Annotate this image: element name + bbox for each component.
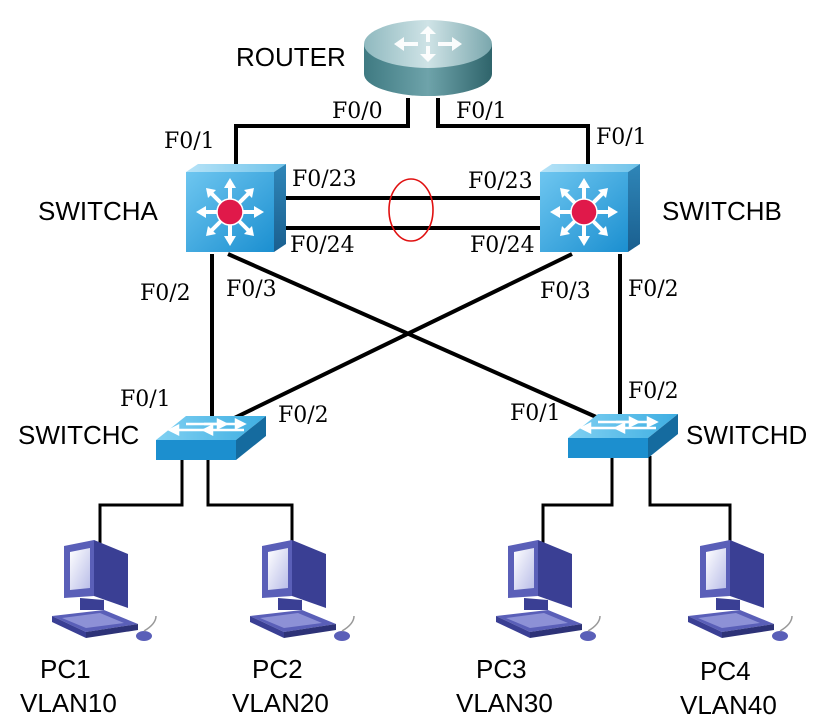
- link-switchb-switchc: [221, 252, 573, 426]
- port-switcha-f023: F0/23: [292, 167, 357, 192]
- pc2-vlan: VLAN20: [232, 688, 329, 718]
- port-switchc-f02: F0/2: [278, 403, 329, 428]
- pc3-icon[interactable]: [495, 539, 601, 642]
- cable-pc2: [206, 460, 294, 550]
- pc1-vlan: VLAN10: [20, 688, 117, 718]
- pc2-label: PC2: [252, 654, 303, 684]
- pc3-label: PC3: [476, 654, 527, 684]
- links-layer: [98, 98, 732, 555]
- cable-pc1: [98, 460, 184, 555]
- switcha-icon[interactable]: [184, 162, 288, 254]
- switchb-icon[interactable]: [538, 162, 642, 254]
- port-switcha-f024: F0/24: [290, 233, 355, 258]
- router-icon[interactable]: [364, 20, 492, 96]
- port-switchb-f02: F0/2: [628, 277, 679, 302]
- switchc-icon[interactable]: [154, 414, 268, 462]
- port-switchd-f02: F0/2: [628, 379, 679, 404]
- cable-pc4: [648, 456, 732, 550]
- router-label: ROUTER: [236, 42, 346, 72]
- switchb-label: SWITCHB: [662, 196, 782, 226]
- pc4-label: PC4: [700, 656, 751, 686]
- port-switchb-f03: F0/3: [540, 279, 591, 304]
- port-switchb-f01: F0/1: [596, 125, 647, 150]
- link-router-switchb: [436, 98, 590, 166]
- port-switcha-f01: F0/1: [164, 129, 215, 154]
- pc4-vlan: VLAN40: [680, 690, 777, 718]
- port-switchb-f024: F0/24: [470, 233, 535, 258]
- pc3-vlan: VLAN30: [456, 688, 553, 718]
- pc1-icon[interactable]: [51, 539, 157, 642]
- pc2-icon[interactable]: [249, 539, 355, 642]
- cable-pc3: [541, 456, 614, 550]
- switchc-label: SWITCHC: [18, 420, 139, 450]
- port-switcha-f02: F0/2: [140, 281, 191, 306]
- port-switchb-f023: F0/23: [468, 169, 533, 194]
- link-router-switcha: [234, 98, 410, 166]
- port-switchc-f01: F0/1: [120, 387, 171, 412]
- switchd-label: SWITCHD: [686, 420, 807, 450]
- switchd-icon[interactable]: [566, 412, 680, 460]
- port-router-f01: F0/1: [456, 99, 507, 124]
- port-switcha-f03: F0/3: [226, 277, 277, 302]
- etherchannel-marker: [388, 178, 434, 242]
- link-switcha-switchd: [227, 252, 613, 426]
- switcha-label: SWITCHA: [38, 196, 159, 226]
- pc1-label: PC1: [40, 654, 91, 684]
- pc4-icon[interactable]: [687, 539, 793, 642]
- port-switchd-f01: F0/1: [510, 401, 561, 426]
- port-router-f00: F0/0: [332, 99, 383, 124]
